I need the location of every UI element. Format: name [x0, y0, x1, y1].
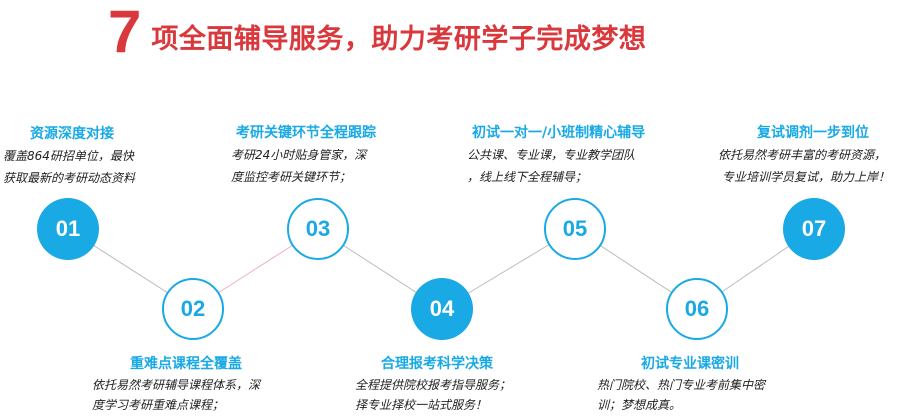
step-04-title: 合理报考科学决策: [381, 356, 493, 372]
step-04-desc-line-1: 全程提供院校报考指导服务；: [355, 378, 512, 392]
step-07-circle: 07: [783, 198, 845, 260]
title-text: 项全面辅导服务，助力考研学子完成梦想: [151, 24, 647, 55]
step-07-desc-line-1: 依托易然考研丰富的考研资源，: [718, 148, 887, 162]
title-number: 7: [108, 0, 142, 65]
step-05-desc-line-1: 公共课、专业课，专业教学团队: [467, 148, 636, 162]
step-07-desc-line-2: 专业培训学员复试，助力上岸！: [722, 170, 891, 184]
step-01-title: 资源深度对接: [30, 126, 114, 142]
step-02-desc-line-2: 度学习考研重难点课程；: [92, 398, 225, 412]
step-03-circle: 03: [287, 198, 349, 260]
step-01-circle: 01: [37, 198, 99, 260]
step-05-desc-line-2: ，线上线下全程辅导；: [467, 170, 588, 184]
step-06-desc-line-2: 训；梦想成真。: [597, 398, 682, 412]
step-05-title: 初试一对一/小班制精心辅导: [472, 125, 646, 141]
step-07-title: 复试调剂一步到位: [757, 125, 869, 141]
step-03-title: 考研关键环节全程跟踪: [236, 125, 376, 141]
page-title: 7 项全面辅导服务，助力考研学子完成梦想: [108, 0, 646, 62]
step-02-circle: 02: [162, 278, 224, 340]
step-06-title: 初试专业课密训: [641, 356, 739, 372]
step-06-circle: 06: [666, 278, 728, 340]
step-01-desc-line-2: 获取最新的考研动态资料: [3, 171, 136, 185]
step-06-desc-line-1: 热门院校、热门专业考前集中密: [597, 378, 766, 392]
step-01-desc-line-1: 覆盖864研招单位，最快: [3, 149, 134, 163]
step-03-desc-line-2: 度监控考研关键环节；: [231, 170, 352, 184]
step-02-desc-line-1: 依托易然考研辅导课程体系，深: [92, 378, 261, 392]
step-02-title: 重难点课程全覆盖: [130, 356, 242, 372]
step-04-circle: 04: [411, 278, 473, 340]
step-04-desc-line-2: 择专业择校一站式服务！: [355, 398, 488, 412]
step-03-desc-line-1: 考研24小时贴身管家，深: [231, 148, 367, 162]
step-05-circle: 05: [544, 198, 606, 260]
